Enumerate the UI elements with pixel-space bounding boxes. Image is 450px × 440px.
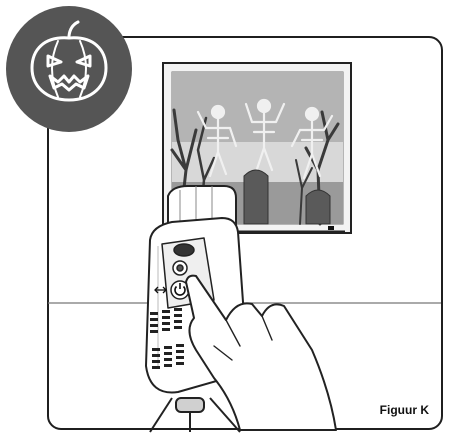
arrows-icon bbox=[154, 286, 167, 294]
top-button bbox=[173, 243, 195, 257]
hand-illustration bbox=[185, 274, 337, 431]
tripod bbox=[149, 397, 241, 433]
projector-buttons bbox=[154, 243, 195, 300]
jack-o-lantern-icon bbox=[30, 20, 108, 102]
halloween-badge bbox=[6, 6, 132, 132]
power-icon bbox=[174, 283, 186, 296]
figure-caption: Figuur K bbox=[379, 403, 429, 417]
